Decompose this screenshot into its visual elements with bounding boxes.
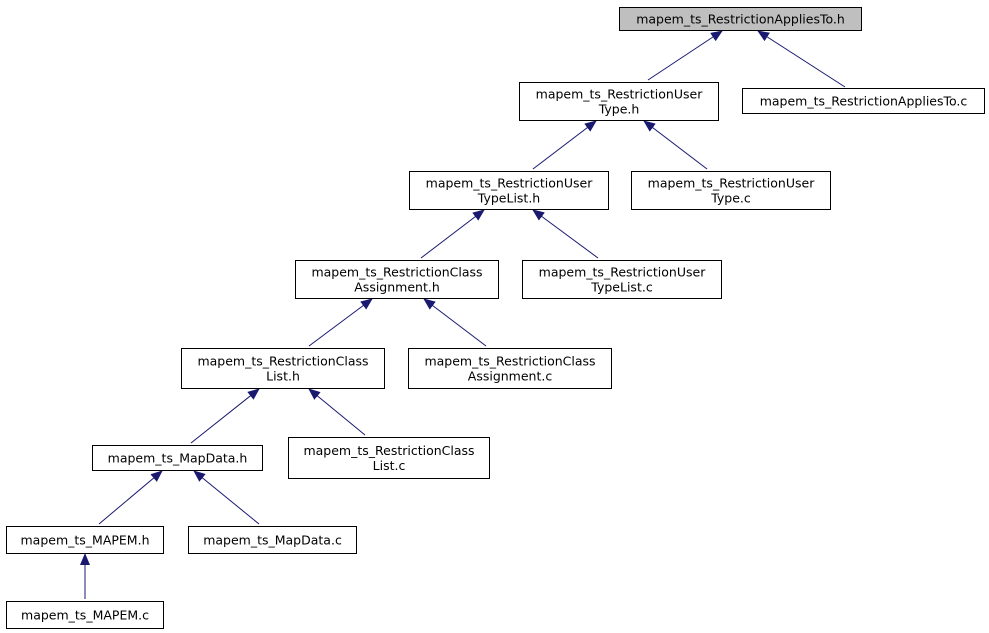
node-label-line: TypeList.c xyxy=(590,280,653,295)
node-box[interactable] xyxy=(408,348,612,389)
edge-mapem-h-includes-map-data-h xyxy=(98,470,163,525)
node-label-line: mapem_ts_RestrictionUser xyxy=(539,265,707,280)
node-box[interactable] xyxy=(6,526,164,554)
edge-restriction-class-assignment-c-includes-restriction-class-assignment-h xyxy=(423,298,487,347)
node-box[interactable] xyxy=(92,445,263,471)
node-label-line: Assignment.h xyxy=(354,280,440,295)
edge-restriction-user-type-h-includes-restriction-applies-to-h xyxy=(647,30,723,81)
node-label-line: Assignment.c xyxy=(468,369,553,384)
node-label-line: mapem_ts_RestrictionAppliesTo.c xyxy=(760,94,968,109)
node-label-line: mapem_ts_MapData.c xyxy=(203,533,342,548)
node-label-line: Type.c xyxy=(710,191,751,206)
edge-restriction-class-assignment-h-includes-restriction-user-type-list-h xyxy=(420,209,485,259)
node-box[interactable] xyxy=(181,348,385,389)
node-label-line: mapem_ts_RestrictionUser xyxy=(426,176,594,191)
node-label-line: List.h xyxy=(266,369,300,384)
edge-restriction-user-type-list-c-includes-restriction-user-type-list-h xyxy=(532,209,599,259)
node-label-line: mapem_ts_RestrictionUser xyxy=(536,87,704,102)
node-label-line: mapem_ts_RestrictionUser xyxy=(648,176,816,191)
node-restriction-applies-to-c[interactable]: mapem_ts_RestrictionAppliesTo.c xyxy=(742,88,985,114)
node-label-line: mapem_ts_RestrictionClass xyxy=(197,354,368,369)
node-label-line: mapem_ts_RestrictionClass xyxy=(424,354,595,369)
nodes-layer: mapem_ts_RestrictionAppliesTo.h mapem_ts_… xyxy=(6,7,985,629)
node-label-line: mapem_ts_MAPEM.h xyxy=(20,533,149,548)
node-label-line: mapem_ts_RestrictionClass xyxy=(311,265,482,280)
edge-restriction-user-type-c-includes-restriction-user-type-h xyxy=(643,120,708,170)
node-box[interactable] xyxy=(288,437,490,479)
node-label-line: mapem_ts_RestrictionAppliesTo.h xyxy=(636,12,845,27)
edge-restriction-class-list-c-includes-restriction-class-list-h xyxy=(308,388,366,436)
edge-restriction-user-type-list-h-includes-restriction-user-type-h xyxy=(532,120,597,170)
node-box[interactable] xyxy=(631,171,831,210)
edge-map-data-c-includes-map-data-h xyxy=(193,470,260,525)
node-label-line: mapem_ts_MapData.h xyxy=(108,451,248,466)
node-label-line: TypeList.h xyxy=(477,191,540,206)
node-restriction-applies-to-h[interactable]: mapem_ts_RestrictionAppliesTo.h xyxy=(619,7,862,31)
edges-layer xyxy=(80,30,846,599)
node-label-line: mapem_ts_MAPEM.c xyxy=(21,608,149,623)
node-box[interactable] xyxy=(409,171,609,210)
node-box[interactable] xyxy=(188,526,357,554)
node-mapem-h[interactable]: mapem_ts_MAPEM.h xyxy=(6,526,164,554)
node-box[interactable] xyxy=(6,601,164,629)
node-label-line: mapem_ts_RestrictionClass xyxy=(303,443,474,458)
node-mapem-c[interactable]: mapem_ts_MAPEM.c xyxy=(6,601,164,629)
node-label-line: List.c xyxy=(373,458,406,473)
node-box[interactable] xyxy=(619,7,862,31)
edge-map-data-h-includes-restriction-class-list-h xyxy=(190,388,260,444)
node-map-data-c[interactable]: mapem_ts_MapData.c xyxy=(188,526,357,554)
node-box[interactable] xyxy=(742,88,985,114)
node-box[interactable] xyxy=(295,260,499,299)
node-box[interactable] xyxy=(519,82,719,121)
node-map-data-h[interactable]: mapem_ts_MapData.h xyxy=(92,445,263,471)
node-label-line: Type.h xyxy=(598,102,640,117)
edge-restriction-class-list-h-includes-restriction-class-assignment-h xyxy=(308,298,373,347)
edge-restriction-applies-to-c-includes-restriction-applies-to-h xyxy=(757,30,846,88)
node-box[interactable] xyxy=(522,260,722,299)
